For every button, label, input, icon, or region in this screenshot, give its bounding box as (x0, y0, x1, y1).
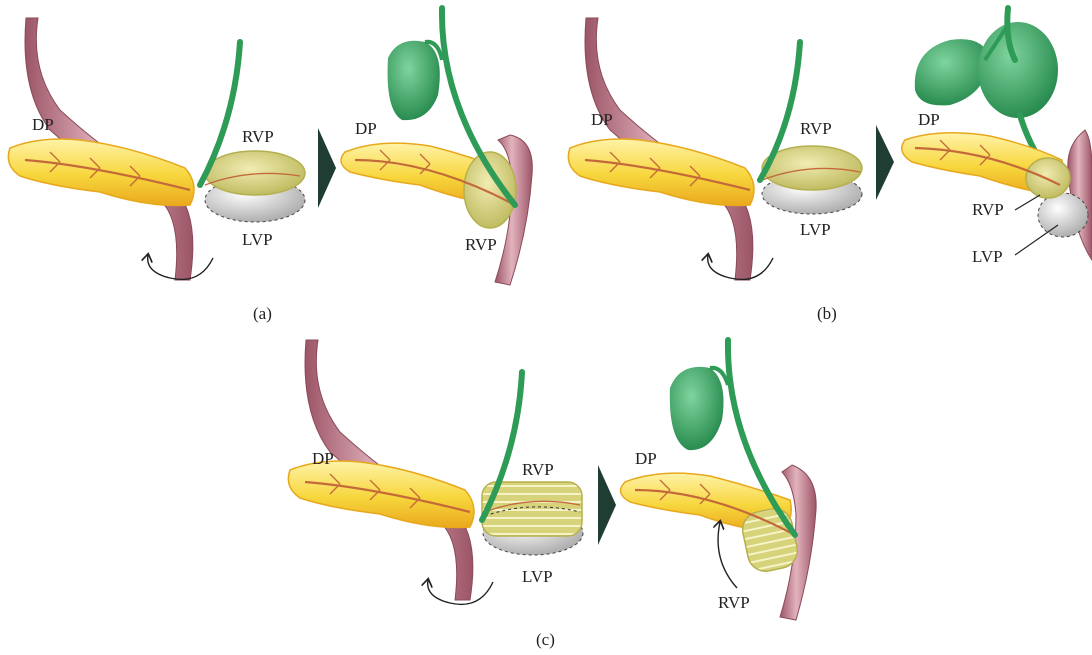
label-rvp: RVP (242, 127, 274, 146)
caption-b: (b) (817, 304, 837, 323)
ventral-pancreas-right (464, 152, 516, 228)
step-arrow-b (876, 125, 894, 200)
step-arrow-c (598, 465, 616, 545)
label-rvp: RVP (718, 593, 750, 612)
panel-c-before: DP RVP LVP (288, 340, 583, 604)
label-rvp: RVP (465, 235, 497, 254)
step-arrow-a (318, 128, 336, 208)
label-rvp: RVP (522, 460, 554, 479)
label-lvp: LVP (242, 230, 273, 249)
panel-a-before: DP RVP LVP (8, 18, 305, 280)
label-dp: DP (32, 115, 54, 134)
label-dp: DP (635, 449, 657, 468)
gallbladder (670, 367, 724, 450)
panel-c-after: DP RVP (621, 340, 817, 620)
pointer-arrow (718, 522, 737, 588)
pancreas-dorsal (568, 139, 754, 205)
pancreas-dorsal (8, 139, 194, 205)
caption-a: (a) (253, 304, 272, 323)
label-dp: DP (591, 110, 613, 129)
panel-b-after: DP RVP LVP (902, 8, 1092, 266)
label-dp: DP (355, 119, 377, 138)
caption-c: (c) (536, 630, 555, 649)
panel-a-after: DP RVP (341, 8, 532, 285)
gallbladder-dilated (978, 22, 1058, 118)
leader-line (1015, 225, 1058, 255)
pancreas-dorsal (288, 461, 474, 527)
label-rvp: RVP (972, 200, 1004, 219)
ventral-pancreas-left (1038, 193, 1088, 237)
ventral-pancreas-right (1026, 158, 1070, 198)
gallbladder (388, 41, 440, 120)
label-lvp: LVP (972, 247, 1003, 266)
label-rvp: RVP (800, 119, 832, 138)
label-lvp: LVP (800, 220, 831, 239)
ventral-pancreas-right (739, 505, 800, 574)
panel-b-before: DP RVP LVP (568, 18, 862, 280)
label-dp: DP (918, 110, 940, 129)
label-dp: DP (312, 449, 334, 468)
leader-line (1015, 195, 1040, 210)
label-lvp: LVP (522, 567, 553, 586)
ventral-pancreas-right (205, 151, 305, 195)
